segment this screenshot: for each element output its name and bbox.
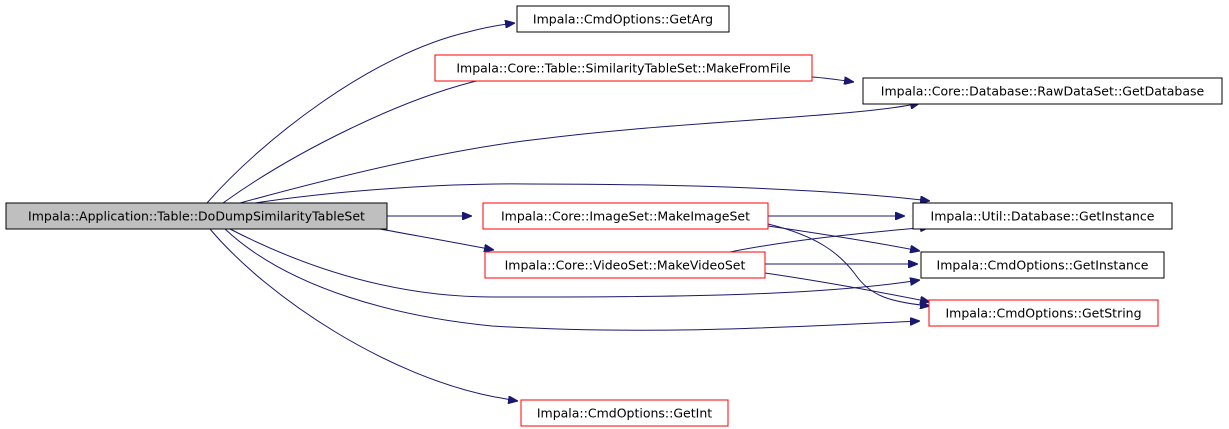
node-root-box <box>5 202 388 230</box>
edge-root-to-cmdgetinstance <box>229 228 920 298</box>
edge-root-to-getarg <box>206 23 515 204</box>
node-getdatabase-label: Impala::Core::Database::RawDataSet::GetD… <box>881 84 1205 99</box>
node-getint-label: Impala::CmdOptions::GetInt <box>537 406 712 421</box>
node-makeimageset[interactable]: Impala::Core::ImageSet::MakeImageSet <box>482 202 769 230</box>
edge-makefromfile-to-getdatabase <box>811 76 854 82</box>
node-getarg[interactable]: Impala::CmdOptions::GetArg <box>516 5 730 33</box>
node-getstring-label: Impala::CmdOptions::GetString <box>945 306 1141 321</box>
edge-root-to-makefromfile <box>222 76 503 204</box>
edge-root-to-makevideoset <box>379 228 494 250</box>
node-cmdgetinstance[interactable]: Impala::CmdOptions::GetInstance <box>920 251 1165 279</box>
edge-makevideoset-to-utilgetinstance <box>729 227 930 253</box>
edge-makevideoset-to-getstring <box>764 272 930 302</box>
edge-root-to-utilgetinstance <box>254 183 930 203</box>
node-makefromfile-label: Impala::Core::Table::SimilarityTableSet:… <box>456 61 791 76</box>
node-getdatabase[interactable]: Impala::Core::Database::RawDataSet::GetD… <box>862 77 1223 105</box>
edge-root-to-getdatabase <box>239 103 920 204</box>
node-makefromfile-box <box>434 54 813 82</box>
edge-layer <box>206 23 930 401</box>
node-makevideoset[interactable]: Impala::Core::VideoSet::MakeVideoSet <box>484 251 766 279</box>
node-makeimageset-label: Impala::Core::ImageSet::MakeImageSet <box>501 209 750 224</box>
node-utilgetinstance[interactable]: Impala::Util::Database::GetInstance <box>912 202 1173 230</box>
node-root-label: Impala::Application::Table::DoDumpSimila… <box>28 209 365 224</box>
node-cmdgetinstance-box <box>920 251 1165 279</box>
edge-root-to-getint <box>209 228 518 401</box>
node-makefromfile[interactable]: Impala::Core::Table::SimilarityTableSet:… <box>434 54 813 82</box>
node-root[interactable]: Impala::Application::Table::DoDumpSimila… <box>5 202 388 230</box>
node-makevideoset-box <box>484 251 766 279</box>
edge-root-to-getstring <box>224 228 920 331</box>
node-getarg-label: Impala::CmdOptions::GetArg <box>533 12 713 27</box>
node-makeimageset-box <box>482 202 769 230</box>
node-getint[interactable]: Impala::CmdOptions::GetInt <box>520 399 729 427</box>
node-makevideoset-label: Impala::Core::VideoSet::MakeVideoSet <box>505 258 746 273</box>
node-utilgetinstance-box <box>912 202 1173 230</box>
node-utilgetinstance-label: Impala::Util::Database::GetInstance <box>931 209 1155 224</box>
node-getarg-box <box>516 5 730 33</box>
node-layer: Impala::Application::Table::DoDumpSimila… <box>5 5 1223 427</box>
node-getstring-box <box>928 299 1159 327</box>
node-getdatabase-box <box>862 77 1223 105</box>
node-getint-box <box>520 399 729 427</box>
node-getstring[interactable]: Impala::CmdOptions::GetString <box>928 299 1159 327</box>
node-cmdgetinstance-label: Impala::CmdOptions::GetInstance <box>937 258 1149 273</box>
edge-makeimageset-to-getstring <box>767 223 930 306</box>
